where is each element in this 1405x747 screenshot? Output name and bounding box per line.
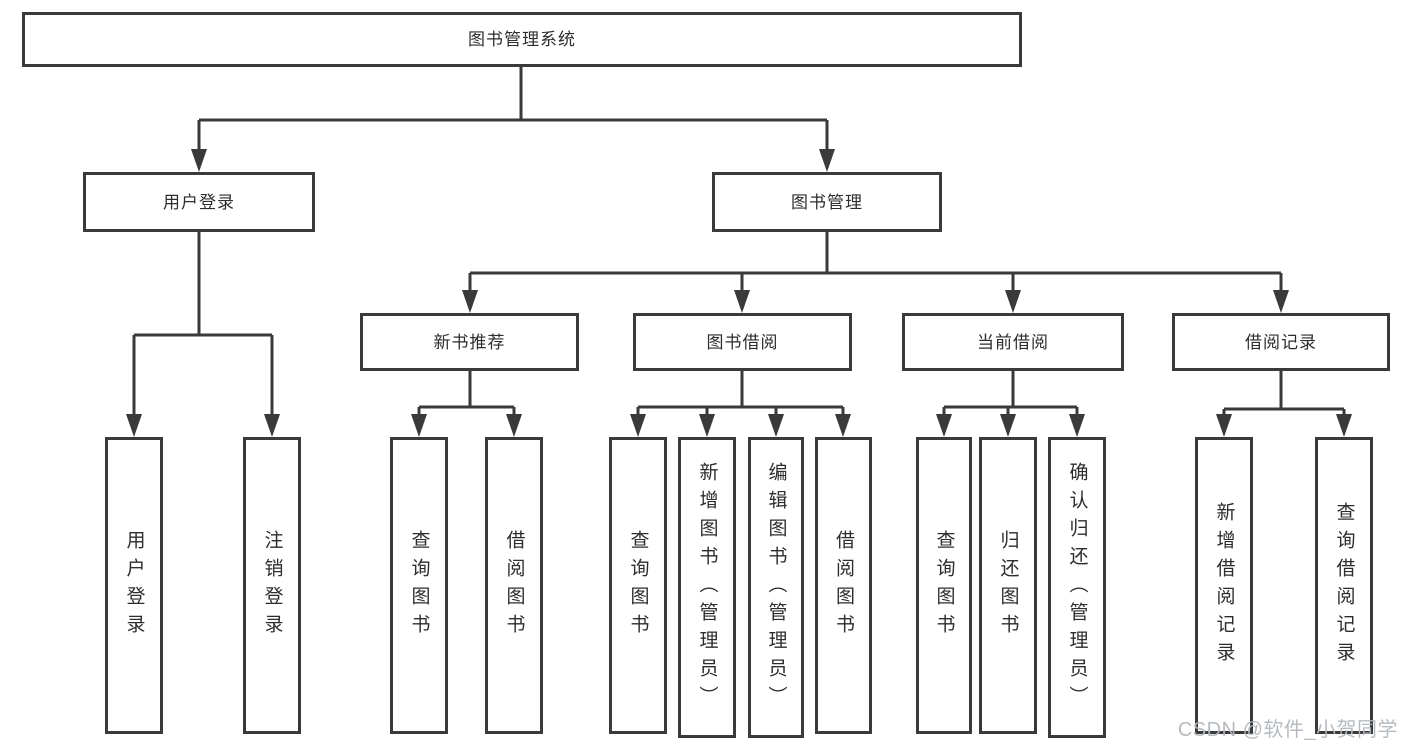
- arrowhead: [768, 414, 784, 437]
- arrowhead: [734, 290, 750, 313]
- connector-current-borrow-to-leaves: [936, 371, 1085, 437]
- arrowhead: [936, 414, 952, 437]
- leaf-current-query-books: 查询图书: [916, 437, 972, 734]
- leaf-user-login: 用户登录: [105, 437, 163, 734]
- node-user-login: 用户登录: [83, 172, 315, 232]
- leaf-records-query-borrow-record: 查询借阅记录: [1315, 437, 1373, 734]
- arrowhead: [1216, 414, 1232, 437]
- node-borrow-records: 借阅记录: [1172, 313, 1390, 371]
- leaf-logout-login: 注销登录: [243, 437, 301, 734]
- leaf-borrow-query-books: 查询图书: [609, 437, 667, 734]
- arrowhead: [835, 414, 851, 437]
- arrowhead: [462, 290, 478, 313]
- leaf-records-add-borrow-record: 新增借阅记录: [1195, 437, 1253, 734]
- node-current-borrow: 当前借阅: [902, 313, 1124, 371]
- leaf-borrow-edit-books-admin: 编辑图书（管理员）: [748, 437, 804, 738]
- arrowhead: [1273, 290, 1289, 313]
- leaf-borrow-borrow-books: 借阅图书: [815, 437, 872, 734]
- node-new-book-recommend: 新书推荐: [360, 313, 579, 371]
- node-book-management: 图书管理: [712, 172, 942, 232]
- connector-user-login-to-leaves: [126, 232, 280, 437]
- leaf-current-confirm-return-admin: 确认归还（管理员）: [1048, 437, 1106, 738]
- connector-book-management-to-level3: [462, 232, 1289, 313]
- arrowhead: [126, 414, 142, 437]
- arrowhead: [506, 414, 522, 437]
- connector-borrow-records-to-leaves: [1216, 371, 1352, 437]
- leaf-current-return-books: 归还图书: [979, 437, 1037, 734]
- arrowhead: [1000, 414, 1016, 437]
- arrowhead: [819, 149, 835, 172]
- arrowhead: [1336, 414, 1352, 437]
- connector-root-to-level2: [191, 67, 835, 172]
- arrowhead: [1005, 290, 1021, 313]
- arrowhead: [411, 414, 427, 437]
- connector-book-borrow-to-leaves: [630, 371, 851, 437]
- leaf-newbook-borrow-books: 借阅图书: [485, 437, 543, 734]
- leaf-newbook-query-books: 查询图书: [390, 437, 448, 734]
- arrowhead: [630, 414, 646, 437]
- arrowhead: [264, 414, 280, 437]
- arrowhead: [1069, 414, 1085, 437]
- arrowhead: [699, 414, 715, 437]
- arrowhead: [191, 149, 207, 172]
- connector-new-book-recommend-to-leaves: [411, 371, 522, 437]
- leaf-borrow-add-books-admin: 新增图书（管理员）: [678, 437, 736, 738]
- csdn-watermark: CSDN @软件_小贺同学: [1177, 719, 1398, 741]
- node-book-management-system: 图书管理系统: [22, 12, 1022, 67]
- node-book-borrow: 图书借阅: [633, 313, 852, 371]
